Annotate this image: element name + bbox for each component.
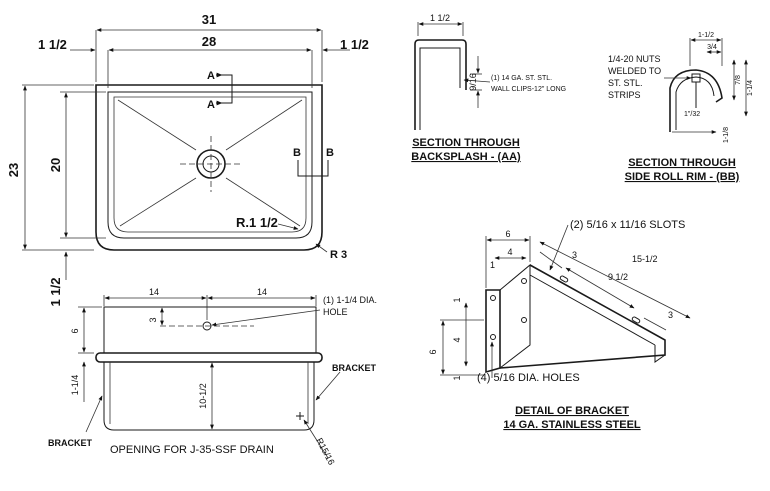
dim-overall-depth: 23 [6,163,21,177]
backsplash-width: 1 1/2 [430,13,450,23]
bracket-right-label: BRACKET [332,363,377,373]
bracket-title-line1: DETAIL OF BRACKET [515,405,629,417]
dim-overall-width: 31 [202,12,216,27]
bracket-dim-1-side-bottom: 1 [452,375,462,380]
sink-outer-outline [95,84,323,251]
bracket-dim-6-top: 6 [505,229,510,239]
bracket-dim-1-side-top: 1 [452,297,462,302]
holes-note: (4) 5/16 DIA. HOLES [477,372,580,384]
bracket-detail: 6 4 1 3 9 1/2 15-1/2 3 6 4 1 1 (2) 5/16 … [428,219,691,431]
nuts-note-line1: 1/4-20 NUTS [608,54,661,64]
sink-inner-outline [107,91,313,239]
dim-rim-height: 1-1/4 [70,375,80,396]
hole-note-line1: (1) 1-1/4 DIA. [323,295,377,305]
nuts-note-line2: WELDED TO [608,66,661,76]
wall-clip-note-line2: WALL CLIPS-12" LONG [491,86,566,93]
bracket-dim-6-side: 6 [428,349,438,354]
backsplash-title-line1: SECTION THROUGH [412,137,520,149]
dim-bowl-depth: 10-1/2 [198,383,208,409]
dim-left-half: 14 [149,287,159,297]
rim-width: 1-1/2 [698,32,714,39]
dim-backsplash-height: 6 [70,328,80,333]
backsplash-title-line2: BACKSPLASH - (AA) [411,151,521,163]
bracket-dim-1-top: 1 [490,260,495,270]
dim-left-margin: 1 1/2 [38,37,67,52]
hole-note-line2: HOLE [323,307,348,317]
wall-clip-note-line1: (1) 14 GA. ST. STL. [491,75,552,82]
drain-radius-label: R15/16 [314,436,336,466]
front-view: 14 14 3 6 1-1/4 10-1/2 (1) 1-1/4 DIA. HO… [48,287,377,467]
rim-height2: 1-1/4 [747,80,754,96]
dim-right-margin: 1 1/2 [340,37,369,52]
nut [691,73,701,83]
rim-height1: 7/8 [735,75,742,85]
nuts-note-line4: STRIPS [608,90,641,100]
section-b-right: B [326,147,334,159]
bracket-dim-3-right: 3 [668,310,673,320]
dim-inner-depth: 20 [48,158,63,172]
section-a-bottom: A [207,99,215,111]
slots-note: (2) 5/16 x 11/16 SLOTS [570,219,685,231]
bracket-dim-15-1-2: 15-1/2 [632,254,658,264]
dim-bottom-margin: 1 1/2 [48,278,63,307]
rim-title-line1: SECTION THROUGH [628,157,736,169]
top-view: 31 28 1 1/2 1 1/2 23 20 1 1/2 A A B B [6,12,369,306]
dim-right-half: 14 [257,287,267,297]
dim-hole-offset: 3 [148,317,158,322]
rim-section: 1-1/2 3/4 7/8 1-1/4 1-1/8 1"/32 1/4-20 N… [608,32,754,183]
bracket-dim-4-top: 4 [507,247,512,257]
bracket-dim-9-1-2: 9 1/2 [608,272,628,282]
rim-small: 1"/32 [684,111,700,118]
section-b-left: B [293,147,301,159]
bracket-dim-4-side: 4 [452,337,462,342]
bracket-title-line2: 14 GA. STAINLESS STEEL [503,419,641,431]
rim-bottom: 1-1/8 [723,127,730,143]
nuts-note-line3: ST. STL. [608,78,643,88]
rim-title-line2: SIDE ROLL RIM - (BB) [625,171,740,183]
section-a-top: A [207,70,215,82]
inner-radius-label: R.1 1/2 [236,215,278,230]
bracket-left-label: BRACKET [48,438,93,448]
backsplash-height: 9/16 [468,73,478,91]
backsplash-section: 1 1/2 9/16 (1) 14 GA. ST. STL. WALL CLIP… [411,13,566,163]
outer-radius-label: R 3 [330,249,347,261]
drain-opening-note: OPENING FOR J-35-SSF DRAIN [110,444,274,456]
dim-inner-width: 28 [202,34,216,49]
rim-inner: 3/4 [707,44,717,51]
